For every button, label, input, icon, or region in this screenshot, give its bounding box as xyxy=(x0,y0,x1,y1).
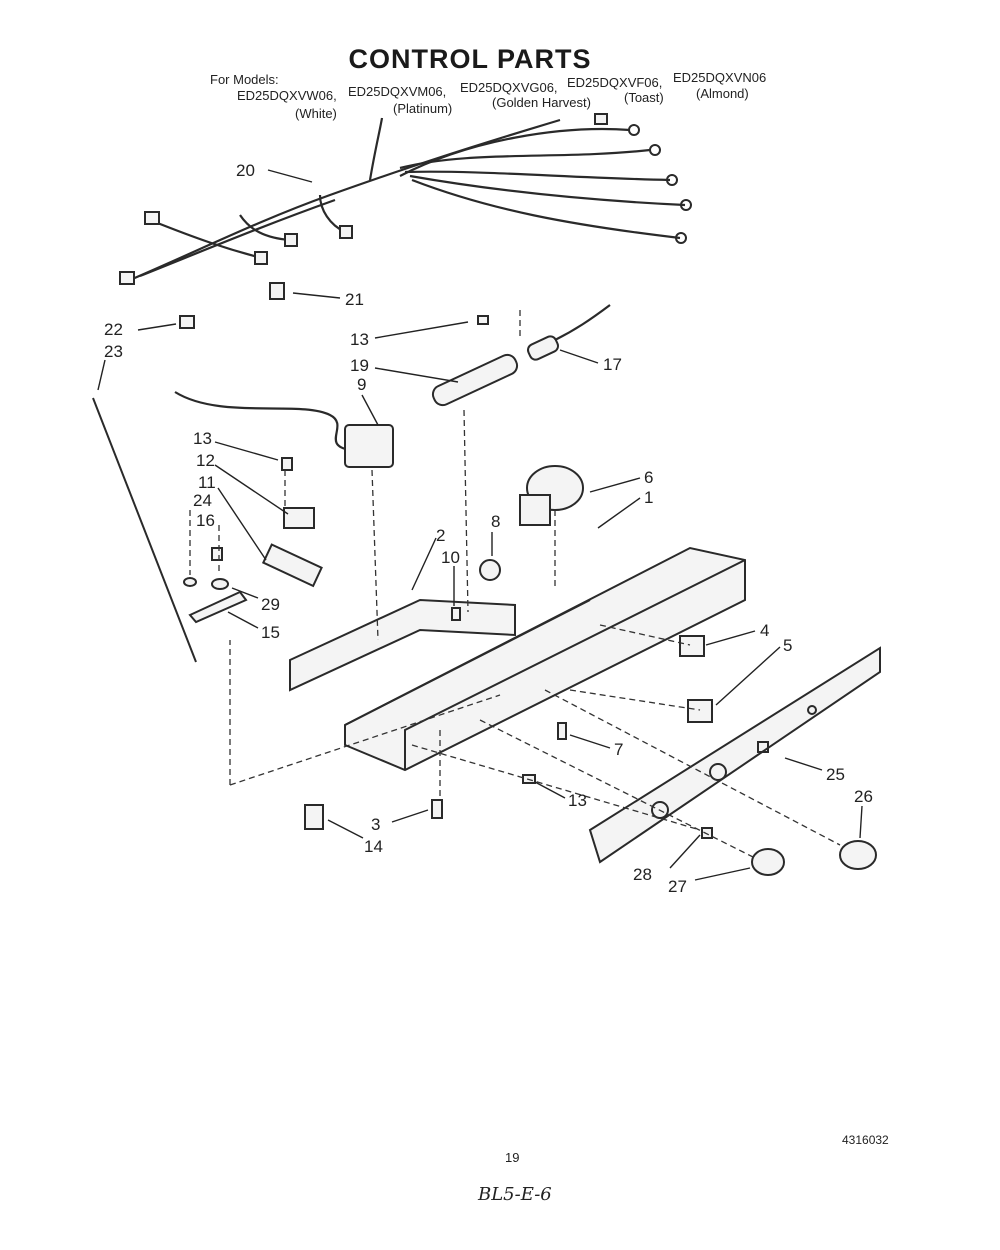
light-socket xyxy=(431,353,519,407)
model-code: ED25DQXVM06, xyxy=(348,84,447,99)
screw xyxy=(281,457,293,471)
assembly-line xyxy=(599,624,691,646)
housing-edge xyxy=(404,559,746,770)
callout-3: 3 xyxy=(371,815,380,834)
control-knob xyxy=(751,848,785,876)
model-code: ED25DQXVG06, xyxy=(460,80,558,95)
callout-7: 7 xyxy=(614,740,623,759)
knob-hole xyxy=(651,801,669,819)
assembly-line xyxy=(371,469,379,641)
assembly-line xyxy=(569,689,701,711)
capillary-tube xyxy=(174,391,351,452)
callout-4: 4 xyxy=(760,621,769,640)
callout-16: 16 xyxy=(196,511,215,530)
callout-13: 13 xyxy=(193,429,212,448)
assembly-line xyxy=(229,694,501,786)
washer xyxy=(183,577,197,587)
assembly-line xyxy=(479,719,756,859)
screw xyxy=(431,799,443,819)
control-knob xyxy=(839,840,877,870)
callout-29: 29 xyxy=(261,595,280,614)
thermostat xyxy=(344,424,394,468)
panel-slot xyxy=(757,741,769,753)
screw xyxy=(557,722,567,740)
callout-25: 25 xyxy=(826,765,845,784)
control-rod xyxy=(92,397,197,663)
callout-26: 26 xyxy=(854,787,873,806)
callout-24: 24 xyxy=(193,491,212,510)
screw xyxy=(477,315,489,325)
callout-28: 28 xyxy=(633,865,652,884)
callout-5: 5 xyxy=(783,636,792,655)
socket-lead xyxy=(554,304,611,341)
callout-17: 17 xyxy=(603,355,622,374)
grommet xyxy=(479,559,501,581)
spring xyxy=(701,827,713,839)
document-number: 4316032 xyxy=(842,1133,889,1147)
callout-11: 11 xyxy=(198,473,216,492)
assembly-line xyxy=(463,409,469,613)
callout-1: 1 xyxy=(644,488,653,507)
cam xyxy=(283,507,315,529)
callout-13: 13 xyxy=(350,330,369,349)
model-color: (White) xyxy=(295,106,337,121)
model-color: (Platinum) xyxy=(393,101,453,116)
panel-hole xyxy=(807,705,817,715)
control-panel xyxy=(588,646,881,864)
model-code: ED25DQXVW06, xyxy=(237,88,337,103)
switch xyxy=(687,699,713,723)
leader-lines xyxy=(97,169,863,881)
callout-10: 10 xyxy=(441,548,460,567)
switch-lever xyxy=(261,543,323,588)
model-color: (Golden Harvest) xyxy=(492,95,591,110)
callout-2: 2 xyxy=(436,526,445,545)
assembly-line xyxy=(544,689,841,846)
callout-8: 8 xyxy=(491,512,500,531)
screw xyxy=(211,547,223,561)
callout-19: 19 xyxy=(350,356,369,375)
callout-6: 6 xyxy=(644,468,653,487)
callout-13: 13 xyxy=(568,791,587,810)
timer-bracket xyxy=(519,494,551,526)
callout-14: 14 xyxy=(364,837,383,856)
clip xyxy=(304,804,324,830)
model-code: ED25DQXVN06 xyxy=(673,70,767,85)
model-color: (Toast) xyxy=(624,90,664,105)
callout-15: 15 xyxy=(261,623,280,642)
wire-harness xyxy=(119,113,692,285)
model-code: ED25DQXVF06, xyxy=(567,75,663,90)
callout-12: 12 xyxy=(196,451,215,470)
assembly-line xyxy=(411,744,701,831)
handwritten-note: BL5-E-6 xyxy=(478,1184,552,1205)
housing-top-edge xyxy=(344,599,591,726)
callout-23: 23 xyxy=(104,342,123,361)
callout-27: 27 xyxy=(668,877,687,896)
knob-hole xyxy=(709,763,727,781)
callout-9: 9 xyxy=(357,375,366,394)
mounting-bracket xyxy=(289,598,516,692)
switch xyxy=(679,635,705,657)
bracket xyxy=(179,315,195,329)
clip xyxy=(269,282,285,300)
model-color: (Almond) xyxy=(696,86,749,101)
callout-labels: 20 21 22 23 13 19 17 9 13 12 11 24 16 6 … xyxy=(104,161,873,896)
models-label: For Models: xyxy=(210,72,279,87)
callout-22: 22 xyxy=(104,320,123,339)
socket-housing xyxy=(526,335,560,361)
link-arm xyxy=(188,590,248,624)
page-number: 19 xyxy=(505,1150,520,1165)
callout-21: 21 xyxy=(345,290,364,309)
washer xyxy=(211,578,229,590)
page-title: CONTROL PARTS xyxy=(348,44,592,74)
callout-20: 20 xyxy=(236,161,255,180)
screw xyxy=(451,607,461,621)
